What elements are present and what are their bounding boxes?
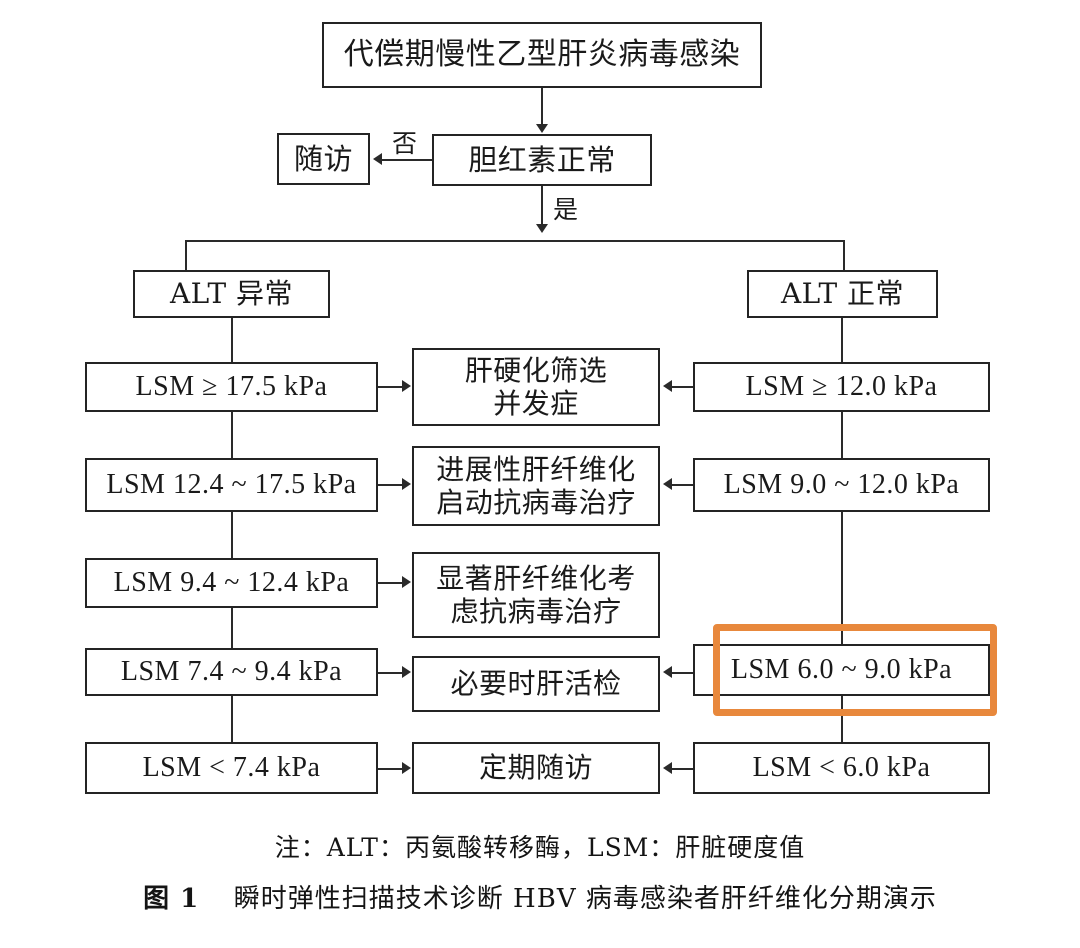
edge-label-no: 否: [392, 129, 418, 158]
node-row0-left: LSM ≥ 17.5 kPa: [85, 362, 378, 412]
connector-split-right-drop: [843, 240, 845, 270]
node-bilirubin-normal: 胆红素正常: [432, 134, 652, 186]
connector-row1-left-to-center: [378, 484, 403, 486]
connector-row0-right-to-center: [672, 386, 693, 388]
node-row3-left: LSM 7.4 ~ 9.4 kPa: [85, 648, 378, 696]
connector-row1-right-to-center: [672, 484, 693, 486]
node-row0-left-label: LSM ≥ 17.5 kPa: [135, 371, 328, 403]
arrow-right-row1: [402, 478, 411, 490]
node-followup: 随访: [277, 133, 370, 185]
connector-right-spine-3: [841, 696, 843, 742]
node-row0-right: LSM ≥ 12.0 kPa: [693, 362, 990, 412]
figure-note: 注：ALT：丙氨酸转移酶，LSM：肝脏硬度值: [0, 828, 1080, 864]
node-row1-right-label: LSM 9.0 ~ 12.0 kPa: [723, 469, 960, 501]
node-row2-center-line2: 虑抗病毒治疗: [450, 595, 622, 628]
node-root-label: 代偿期慢性乙型肝炎病毒感染: [343, 37, 741, 73]
connector-row3-left-to-center: [378, 672, 403, 674]
connector-left-spine-3: [231, 696, 233, 742]
arrow-right-row2: [402, 576, 411, 588]
arrow-right-row0: [402, 380, 411, 392]
figure-note-text: 注：ALT：丙氨酸转移酶，LSM：肝脏硬度值: [274, 833, 806, 862]
node-row2-center: 显著肝纤维化考 虑抗病毒治疗: [412, 552, 660, 638]
connector-bilirubin-down: [541, 186, 543, 226]
connector-row2-left-to-center: [378, 582, 403, 584]
arrow-down-to-bilirubin: [536, 124, 548, 133]
node-row4-left-label: LSM < 7.4 kPa: [142, 752, 321, 784]
node-row0-center-line2: 并发症: [493, 387, 579, 420]
node-row3-right: LSM 6.0 ~ 9.0 kPa: [693, 644, 990, 696]
node-row4-left: LSM < 7.4 kPa: [85, 742, 378, 794]
connector-row4-left-to-center: [378, 768, 403, 770]
edge-label-yes: 是: [553, 195, 579, 224]
connector-left-spine-1: [231, 512, 233, 558]
connector-split-left-drop: [185, 240, 187, 270]
arrow-left-row4: [663, 762, 672, 774]
node-row0-right-label: LSM ≥ 12.0 kPa: [745, 371, 938, 403]
arrow-down-yes: [536, 224, 548, 233]
node-row3-left-label: LSM 7.4 ~ 9.4 kPa: [120, 656, 343, 688]
arrow-left-row3: [663, 666, 672, 678]
node-row1-left-label: LSM 12.4 ~ 17.5 kPa: [106, 469, 357, 501]
node-row1-center: 进展性肝纤维化 启动抗病毒治疗: [412, 446, 660, 526]
connector-row4-right-to-center: [672, 768, 693, 770]
connector-left-spine-2: [231, 608, 233, 648]
node-row0-center-line1: 肝硬化筛选: [464, 353, 608, 387]
figure-caption: 图 1 瞬时弹性扫描技术诊断 HBV 病毒感染者肝纤维化分期演示: [0, 878, 1080, 915]
figure-caption-text: 瞬时弹性扫描技术诊断 HBV 病毒感染者肝纤维化分期演示: [233, 884, 937, 914]
connector-left-spine-0: [231, 412, 233, 458]
arrow-right-row3: [402, 666, 411, 678]
connector-right-branch-to-row0: [841, 318, 843, 362]
node-row1-center-line2: 启动抗病毒治疗: [436, 486, 636, 519]
node-row2-left-label: LSM 9.4 ~ 12.4 kPa: [113, 567, 350, 599]
node-row1-right: LSM 9.0 ~ 12.0 kPa: [693, 458, 990, 512]
node-row3-center-line1: 必要时肝活检: [450, 667, 622, 701]
connector-row0-left-to-center: [378, 386, 403, 388]
node-alt-normal: ALT 正常: [747, 270, 938, 318]
node-row3-center: 必要时肝活检: [412, 656, 660, 712]
node-row0-center: 肝硬化筛选 并发症: [412, 348, 660, 426]
node-followup-label: 随访: [293, 141, 353, 176]
node-row1-left: LSM 12.4 ~ 17.5 kPa: [85, 458, 378, 512]
arrow-left-to-followup: [373, 153, 382, 165]
node-row2-center-line1: 显著肝纤维化考: [436, 561, 636, 595]
figure-caption-number: 图 1: [143, 884, 200, 914]
node-row4-right-label: LSM < 6.0 kPa: [752, 752, 931, 784]
arrow-right-row4: [402, 762, 411, 774]
node-row2-left: LSM 9.4 ~ 12.4 kPa: [85, 558, 378, 608]
node-root-diagnosis: 代偿期慢性乙型肝炎病毒感染: [322, 22, 762, 88]
node-row4-center-line1: 定期随访: [478, 751, 593, 785]
arrow-left-row1: [663, 478, 672, 490]
node-alt-abnormal-label: ALT 异常: [169, 277, 294, 311]
node-row4-right: LSM < 6.0 kPa: [693, 742, 990, 794]
node-alt-normal-label: ALT 正常: [780, 277, 905, 311]
connector-bilirubin-to-followup: [382, 159, 432, 161]
node-row1-center-line1: 进展性肝纤维化: [436, 452, 636, 486]
connector-row3-right-to-center: [672, 672, 693, 674]
arrow-left-row0: [663, 380, 672, 392]
node-row4-center: 定期随访: [412, 742, 660, 794]
connector-root-to-bilirubin: [541, 88, 543, 126]
connector-left-branch-to-row0: [231, 318, 233, 362]
node-row3-right-label: LSM 6.0 ~ 9.0 kPa: [730, 654, 953, 686]
node-bilirubin-label: 胆红素正常: [468, 142, 616, 177]
connector-right-spine-0: [841, 412, 843, 458]
connector-right-spine-1: [841, 512, 843, 644]
node-alt-abnormal: ALT 异常: [133, 270, 330, 318]
connector-split-bus: [185, 240, 845, 242]
